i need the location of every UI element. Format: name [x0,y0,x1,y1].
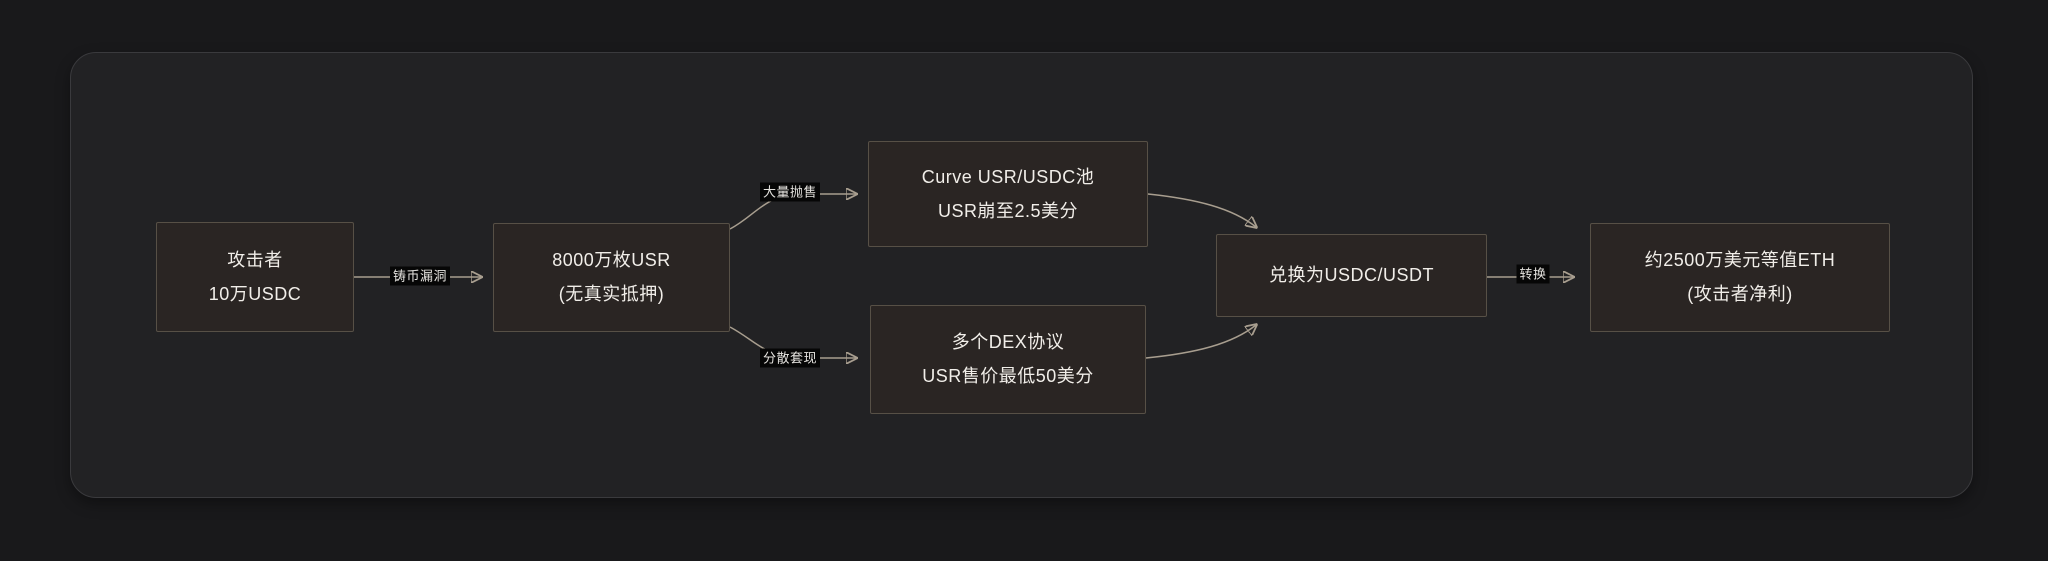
node-curve-pool: Curve USR/USDC池 USR崩至2.5美分 [868,141,1148,247]
node-attacker: 攻击者 10万USDC [156,222,354,332]
node-line: 8000万枚USR [552,250,671,270]
node-eth-profit: 约2500万美元等值ETH (攻击者净利) [1590,223,1890,332]
node-line: 10万USDC [208,283,302,304]
node-line: USR售价最低50美分 [922,366,1094,386]
edge-label-dispersed-cashout: 分散套现 [759,348,821,368]
edge-label-mass-dump: 大量抛售 [759,182,821,202]
node-line: (无真实抵押) [558,284,665,304]
edge-label-mint-exploit: 铸币漏洞 [389,266,451,286]
node-line: 攻击者 [227,249,283,270]
node-line: Curve USR/USDC池 [921,166,1095,187]
node-line: 约2500万美元等值ETH [1644,250,1836,270]
node-line: 兑换为USDC/USDT [1268,265,1434,285]
node-swap-stables: 兑换为USDC/USDT [1216,234,1487,317]
node-line: (攻击者净利) [1687,284,1793,304]
node-line: USR崩至2.5美分 [937,200,1079,221]
node-dex-protocols: 多个DEX协议 USR售价最低50美分 [870,305,1146,414]
node-line: 多个DEX协议 [951,332,1065,352]
edge-label-convert: 转换 [1516,264,1550,284]
node-minted-usr: 8000万枚USR (无真实抵押) [493,223,730,332]
